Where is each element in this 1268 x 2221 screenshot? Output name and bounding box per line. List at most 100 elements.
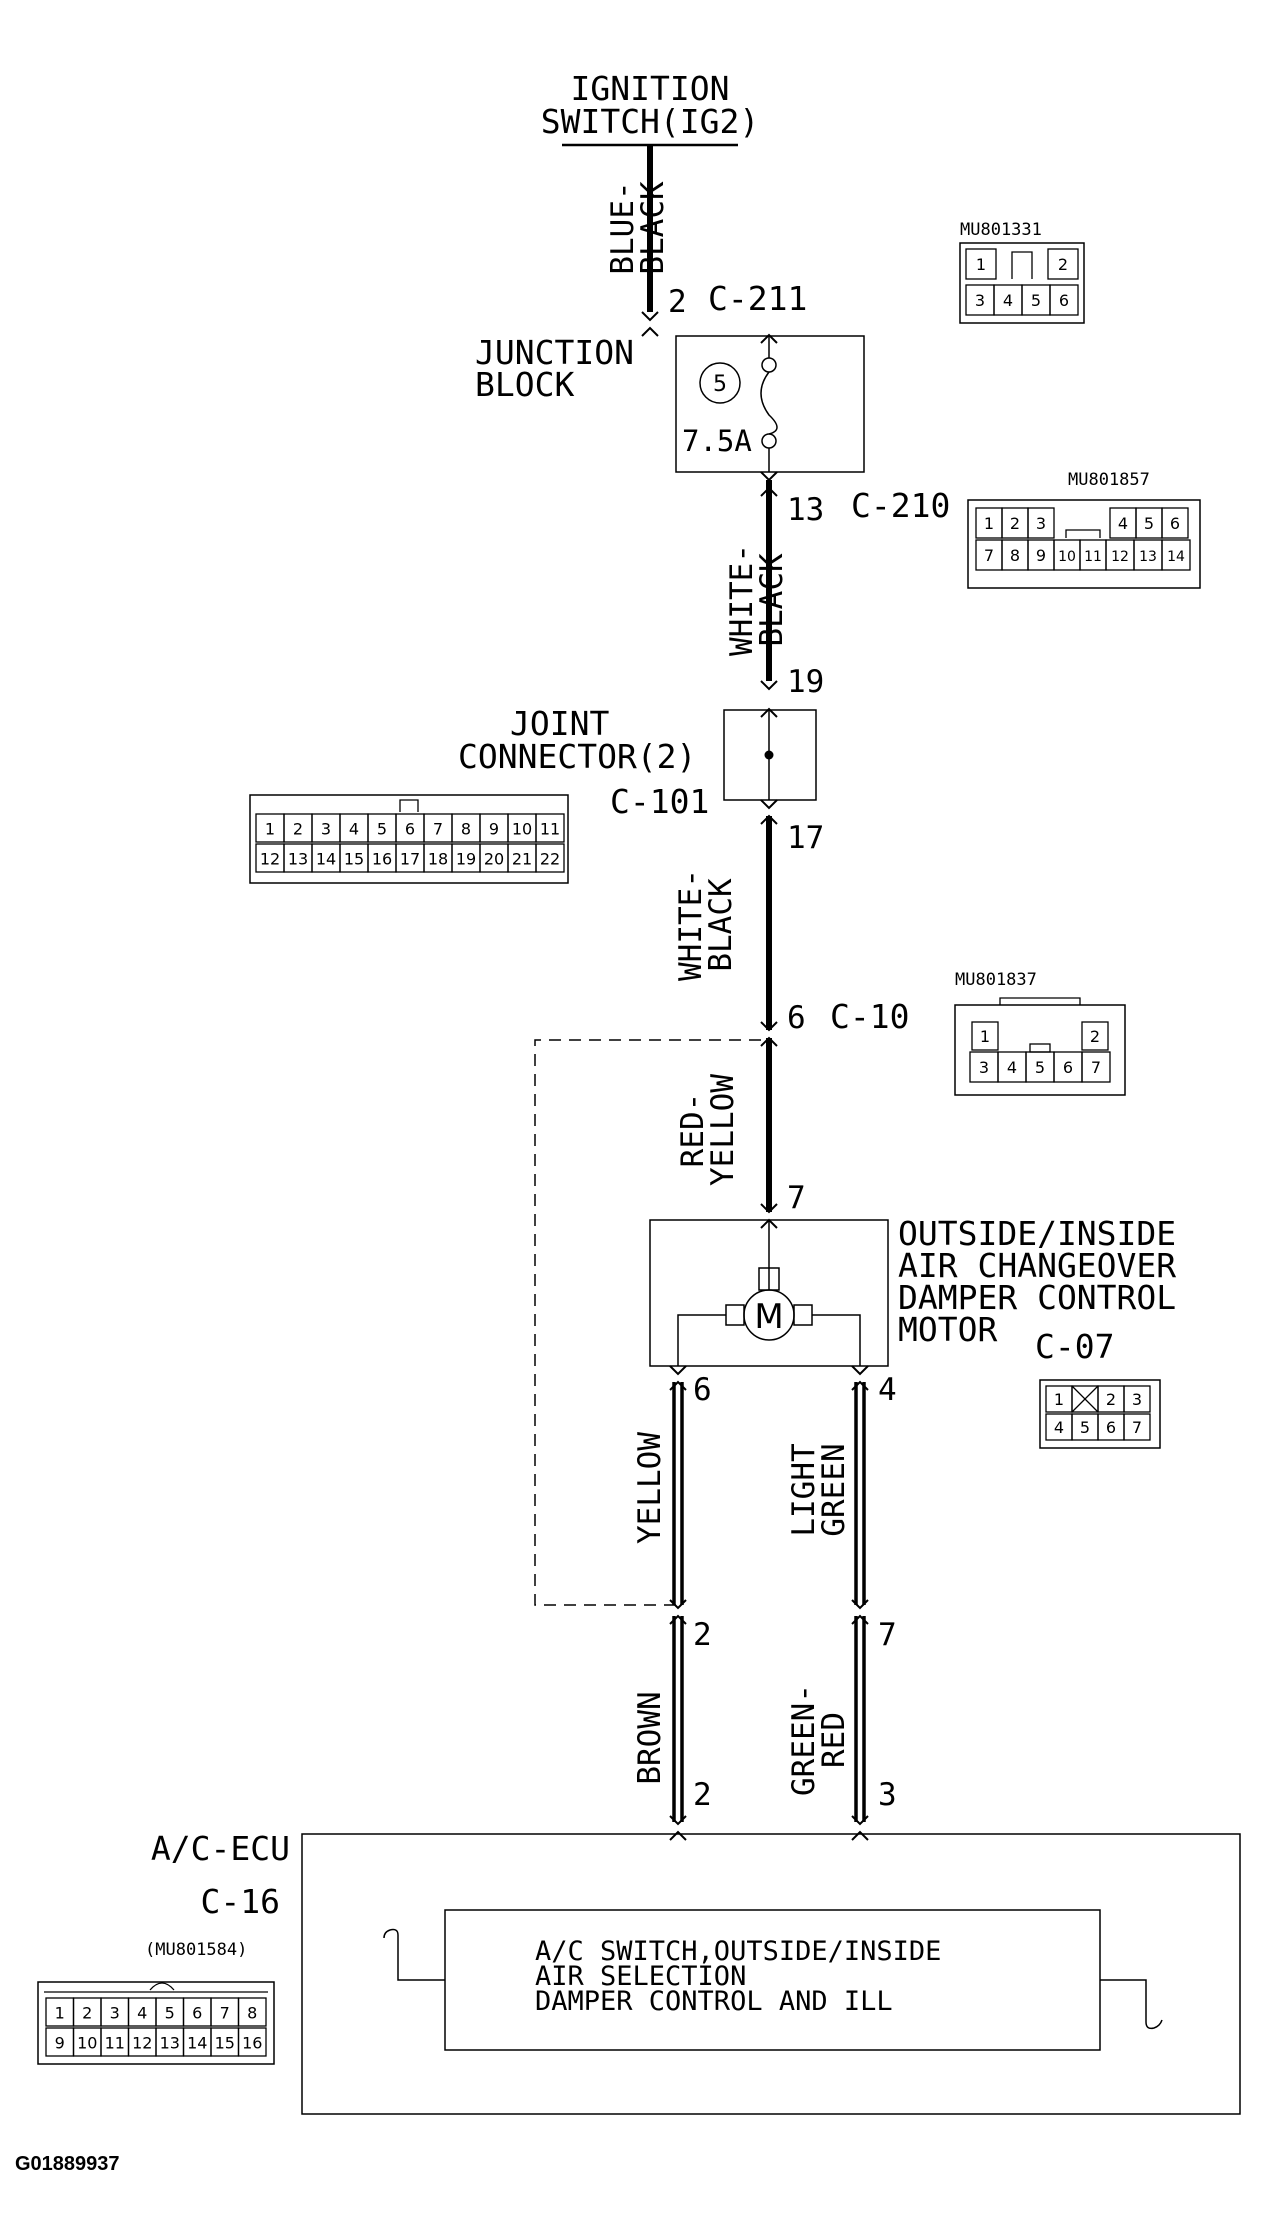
connector-chevron bbox=[851, 1815, 869, 1826]
pin-c10: 6 bbox=[787, 1000, 806, 1036]
connector-chevron bbox=[851, 1599, 869, 1610]
c10-pin: 6 bbox=[1063, 1058, 1073, 1077]
c16-pin: 2 bbox=[82, 2003, 92, 2022]
c210-pin: 13 bbox=[1139, 549, 1157, 565]
wire3-label-line2: BLACK bbox=[703, 878, 739, 972]
c101-pin: 22 bbox=[540, 849, 560, 868]
c101-pin: 11 bbox=[540, 819, 560, 838]
junction-block-line2: BLOCK bbox=[475, 365, 574, 404]
c16-pin: 4 bbox=[137, 2003, 147, 2022]
junction-block-line1: JUNCTION bbox=[475, 333, 634, 372]
c101-pin: 8 bbox=[461, 819, 471, 838]
c210-pin: 4 bbox=[1118, 514, 1128, 533]
c16-pin: 12 bbox=[132, 2033, 152, 2052]
c101-pin: 19 bbox=[456, 849, 476, 868]
c07-pin: 1 bbox=[1054, 1390, 1064, 1409]
c16-pin: 1 bbox=[55, 2003, 65, 2022]
c101-pin: 16 bbox=[372, 849, 392, 868]
c10-pin: 7 bbox=[1091, 1058, 1101, 1077]
connector-c210-label: C-210 bbox=[851, 486, 950, 525]
pin-motor-right: 4 bbox=[878, 1372, 897, 1408]
wire6-label-line2: GREEN bbox=[816, 1443, 852, 1536]
c101-pin: 12 bbox=[260, 849, 280, 868]
c210-pin: 1 bbox=[984, 514, 994, 533]
motor-label-line4: MOTOR bbox=[898, 1310, 997, 1349]
c101-cell bbox=[535, 843, 565, 873]
c16-pin: 9 bbox=[55, 2033, 65, 2052]
connector-chevron bbox=[641, 311, 659, 322]
c101-pin: 5 bbox=[377, 819, 387, 838]
wire6-label-line1: LIGHT bbox=[786, 1443, 822, 1536]
motor-brush bbox=[793, 1304, 813, 1326]
wire2-label-line1: WHITE- bbox=[724, 544, 760, 656]
connector-chevron bbox=[760, 1021, 778, 1032]
pin-motor-in: 7 bbox=[787, 1180, 806, 1216]
c210-pin: 11 bbox=[1084, 549, 1102, 565]
c210-pin: 8 bbox=[1010, 546, 1020, 565]
c101-pin: 9 bbox=[489, 819, 499, 838]
c16-pin: 11 bbox=[105, 2033, 125, 2052]
c16-pin: 13 bbox=[160, 2033, 180, 2052]
fuse-terminal bbox=[761, 357, 777, 373]
connector-chevron bbox=[851, 1365, 869, 1376]
connector-chevron bbox=[669, 1599, 687, 1610]
wire1-label-line1: BLUE- bbox=[605, 181, 641, 274]
motor-label-line1: OUTSIDE/INSIDE bbox=[898, 1214, 1176, 1253]
ecu-function-line3: DAMPER CONTROL AND ILL bbox=[535, 1986, 893, 2017]
joint-connector-node bbox=[764, 750, 774, 760]
c07-pin: 2 bbox=[1106, 1390, 1116, 1409]
pin-c211: 2 bbox=[668, 284, 687, 320]
connector-c10-label: C-10 bbox=[830, 997, 909, 1036]
c211-pin: 3 bbox=[975, 291, 985, 310]
c16-cell bbox=[237, 2027, 267, 2057]
c211-pin: 1 bbox=[976, 255, 986, 274]
connector-c211-label: C-211 bbox=[708, 279, 807, 318]
connector-chevron bbox=[851, 1830, 869, 1841]
fuse-terminal bbox=[761, 433, 777, 449]
fuse-number: 5 bbox=[713, 372, 727, 397]
power-source-line1: IGNITION bbox=[571, 69, 730, 108]
joint-connector-line2: CONNECTOR(2) bbox=[458, 737, 696, 776]
c101-pin: 2 bbox=[293, 819, 303, 838]
c10-pin: 4 bbox=[1007, 1058, 1017, 1077]
c07-pin: 3 bbox=[1132, 1390, 1142, 1409]
c16-pin: 3 bbox=[110, 2003, 120, 2022]
ecu-connector-name: C-16 bbox=[201, 1882, 280, 1921]
ecu-internal-lead-right bbox=[1100, 1979, 1163, 2030]
connector-c211-face: 1 2 3 4 5 6 bbox=[959, 242, 1085, 324]
c101-pin: 6 bbox=[405, 819, 415, 838]
c210-pin: 14 bbox=[1167, 549, 1185, 565]
c101-pin: 3 bbox=[321, 819, 331, 838]
c10-pin: 2 bbox=[1090, 1027, 1100, 1046]
pin-mid-right: 7 bbox=[878, 1617, 897, 1653]
c101-cell bbox=[535, 813, 565, 843]
connector-chevron bbox=[641, 326, 659, 337]
c101-pin: 10 bbox=[512, 819, 532, 838]
c211-part-number: MU801331 bbox=[960, 220, 1042, 240]
wire3-label-line1: WHITE- bbox=[673, 869, 709, 981]
c07-pin: 4 bbox=[1054, 1418, 1064, 1437]
c210-pin: 5 bbox=[1144, 514, 1154, 533]
c10-pin: 5 bbox=[1035, 1058, 1045, 1077]
pin-joint-out: 17 bbox=[787, 820, 824, 856]
wire8-label-line1: GREEN- bbox=[786, 1684, 822, 1796]
c101-pin: 13 bbox=[288, 849, 308, 868]
c101-pin: 1 bbox=[265, 819, 275, 838]
c210-pin: 3 bbox=[1036, 514, 1046, 533]
motor-lead bbox=[677, 1314, 726, 1366]
c16-pin: 8 bbox=[247, 2003, 257, 2022]
ecu-name: A/C-ECU bbox=[151, 1829, 290, 1868]
power-source-line2: SWITCH(IG2) bbox=[541, 102, 760, 141]
pin-ecu-left: 2 bbox=[693, 1777, 712, 1813]
c101-pin: 14 bbox=[316, 849, 336, 868]
c101-pin: 21 bbox=[512, 849, 532, 868]
c101-pin: 20 bbox=[484, 849, 504, 868]
motor-brush bbox=[725, 1304, 745, 1326]
c07-pin: 6 bbox=[1106, 1418, 1116, 1437]
c16-part-number: (MU801584) bbox=[145, 1940, 247, 1960]
connector-c07-face: 1 2 3 4 5 6 7 bbox=[1039, 1379, 1161, 1449]
ecu-box bbox=[301, 1833, 1241, 2115]
